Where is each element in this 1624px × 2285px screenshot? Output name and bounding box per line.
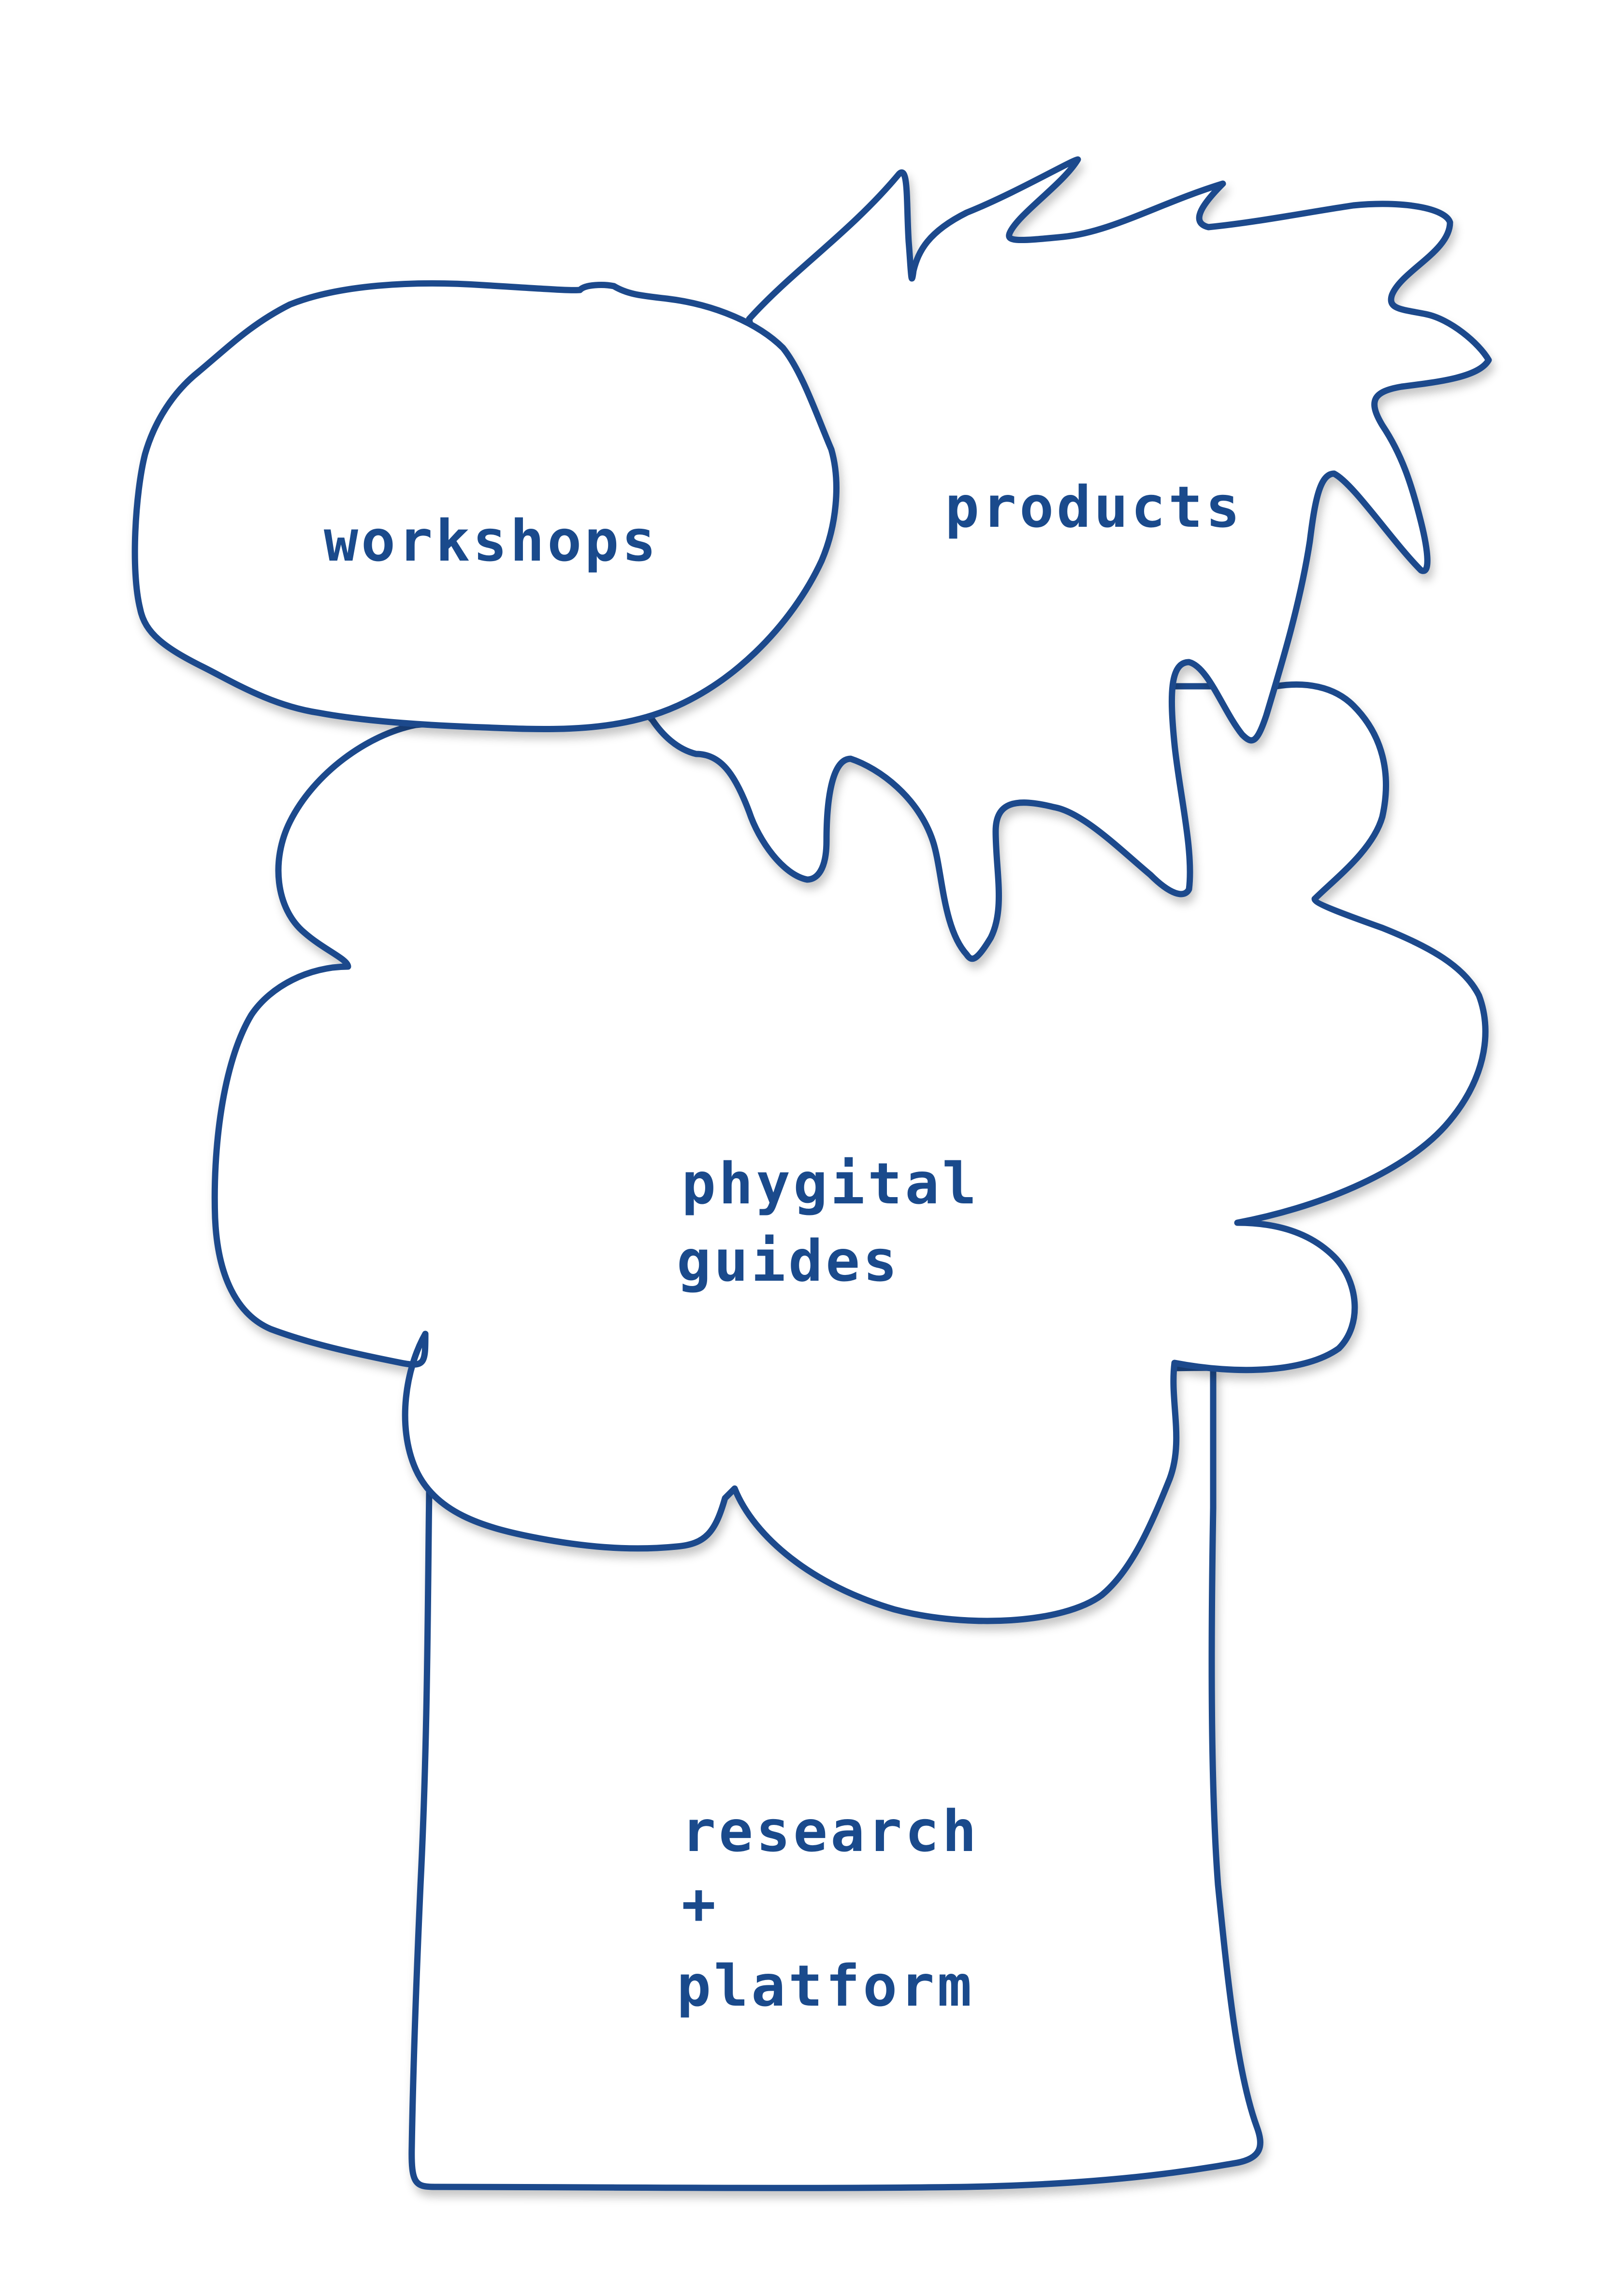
workshops-blob: [131, 280, 840, 733]
research-platform-label-line-3: platform: [677, 1952, 974, 2019]
phygital-guides-label-line-2: guides: [677, 1228, 900, 1294]
research-platform-label-line-1: research: [682, 1798, 979, 1865]
workshops-label: workshops: [324, 507, 659, 574]
phygital-guides-cloud: [211, 681, 1489, 1624]
products-spiky-shape: [644, 156, 1492, 962]
products-label: products: [945, 474, 1243, 540]
research-platform-label-line-2: +: [682, 1870, 719, 1937]
phygital-guides-label-line-1: phygital: [682, 1150, 979, 1217]
